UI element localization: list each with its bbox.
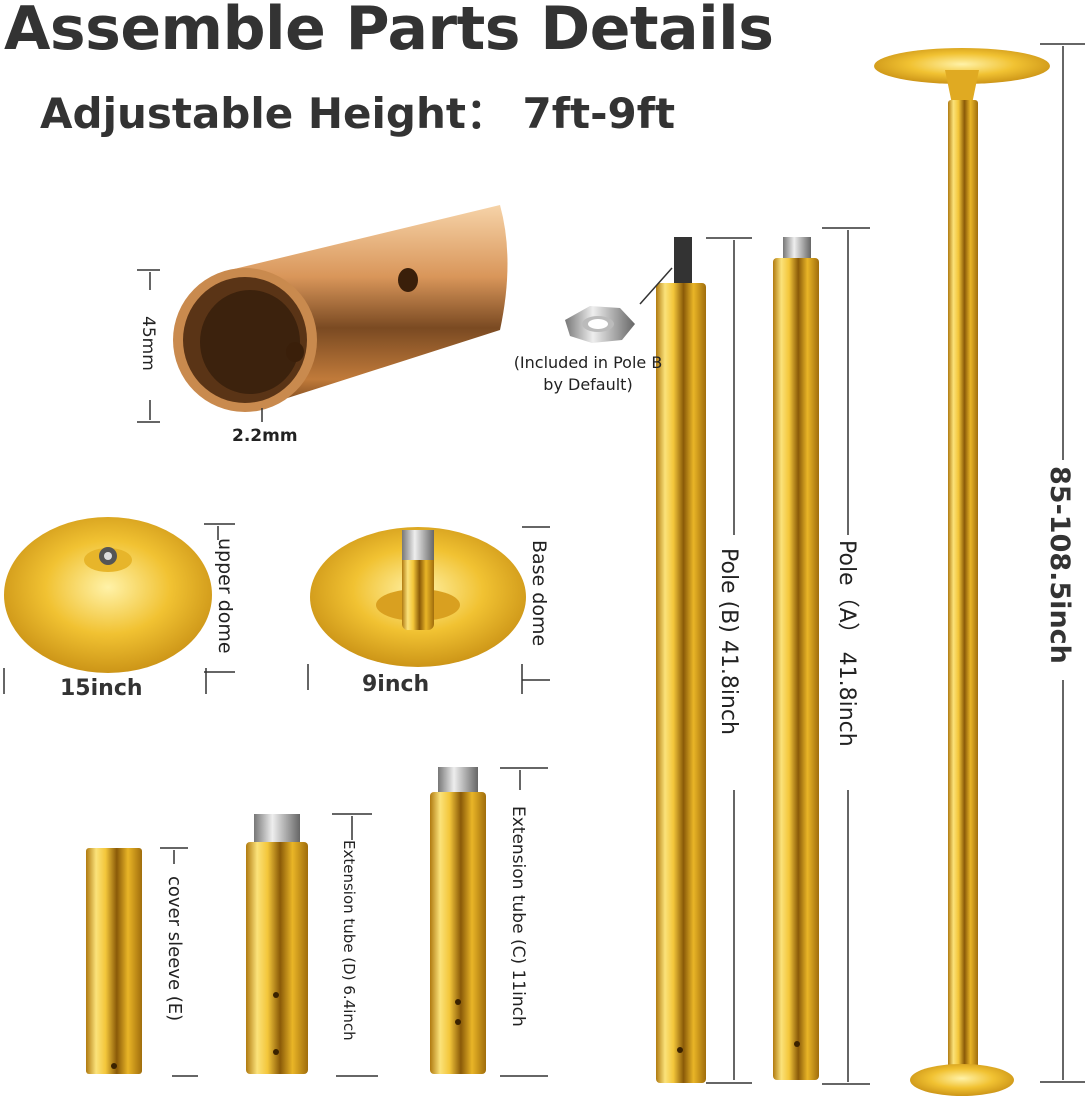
page-title: Assemble Parts Details: [4, 0, 774, 64]
pole-a-image: [773, 237, 819, 1080]
assembled-pole-image: [874, 48, 1050, 1096]
pole-b-image: [656, 237, 706, 1083]
hex-nut-image: [565, 306, 635, 343]
base-dome-size: 9inch: [362, 672, 430, 697]
total-height-dimension-lines: [1040, 43, 1085, 1083]
extension-tube-d-label: Extension tube (D) 6.4inch: [340, 840, 358, 1041]
total-height-label: 85-108.5inch: [1044, 466, 1075, 664]
extension-tube-c-image: [430, 767, 486, 1074]
upper-dome-size: 15inch: [60, 676, 143, 701]
pole-a-label: Pole（A） 41.8inch: [834, 540, 859, 747]
tube-dimension-lines: [137, 269, 263, 423]
upper-dome-dimension-lines: [3, 523, 235, 694]
base-dome-dimension-lines: [307, 526, 550, 694]
base-dome-label: Base dome: [528, 540, 550, 647]
tube-closeup: [173, 205, 508, 412]
cover-sleeve-dimension-lines: [160, 847, 198, 1077]
upper-dome-image: [4, 517, 212, 673]
nut-note-line2: by Default): [543, 375, 633, 394]
nut-note-line1: (Included in Pole B: [513, 353, 663, 372]
page-subtitle: Adjustable Height： 7ft-9ft: [40, 89, 676, 138]
cover-sleeve-label: cover sleeve (E): [164, 876, 185, 1022]
extension-tube-d-dimension-lines: [332, 813, 378, 1077]
tube-diameter-label: 45mm: [138, 316, 158, 371]
nut-note: (Included in Pole B by Default): [508, 352, 668, 396]
upper-dome-label: upper dome: [214, 538, 236, 654]
tube-wall-thickness-label: 2.2mm: [232, 426, 298, 446]
extension-tube-c-label: Extension tube (C) 11inch: [508, 806, 528, 1027]
pole-b-label: Pole (B) 41.8inch: [716, 548, 741, 735]
base-dome-image: [310, 527, 526, 667]
extension-tube-c-dimension-lines: [500, 767, 548, 1077]
extension-tube-d-image: [246, 814, 308, 1074]
cover-sleeve-image: [86, 848, 142, 1074]
pole-b-dimension-lines: [639, 237, 752, 1084]
pole-a-dimension-lines: [822, 227, 870, 1085]
